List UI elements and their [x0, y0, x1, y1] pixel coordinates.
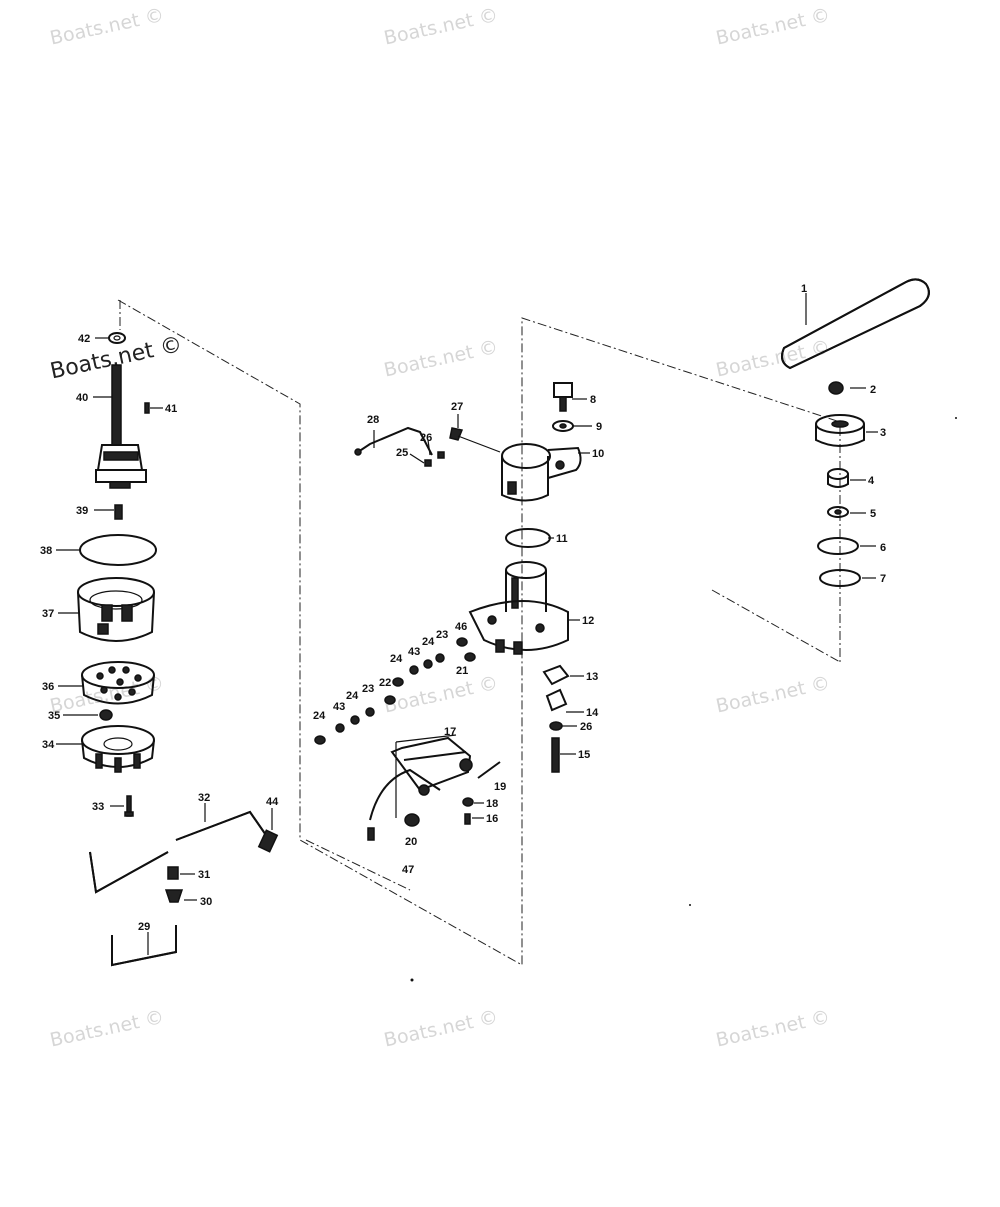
part-33-screw — [124, 795, 134, 817]
callout-36: 36 — [42, 681, 54, 693]
part-28-wire — [354, 426, 433, 456]
callout-24a: 24 — [422, 636, 435, 648]
part-25-26-screw — [424, 451, 445, 467]
part-29-hose — [111, 925, 177, 967]
part-38-o-ring — [79, 534, 157, 566]
part-17-coil-assembly — [369, 734, 473, 821]
part-37-flywheel — [77, 577, 155, 642]
callout-34: 34 — [42, 739, 55, 751]
callout-leaders — [56, 293, 878, 955]
callout-23a: 23 — [436, 629, 448, 641]
part-35-nut — [99, 709, 113, 721]
callout-20: 20 — [405, 836, 417, 848]
callout-28: 28 — [367, 414, 379, 426]
callout-13: 13 — [586, 671, 598, 683]
callout-24c: 24 — [346, 690, 359, 702]
part-41-key — [144, 402, 150, 414]
part-31-clip — [167, 866, 179, 880]
part-30-boot — [164, 889, 184, 903]
part-6-snap-ring — [817, 537, 859, 555]
callout-43b: 43 — [333, 701, 345, 713]
callout-46: 46 — [455, 621, 467, 633]
callout-40: 40 — [76, 392, 88, 404]
callout-16: 16 — [486, 813, 498, 825]
callout-1: 1 — [801, 283, 807, 295]
callout-17: 17 — [444, 726, 456, 738]
part-15-bolt — [551, 737, 560, 773]
speck — [955, 417, 957, 419]
part-36-rotor-plate — [81, 661, 155, 705]
speck — [410, 978, 414, 982]
callout-27: 27 — [451, 401, 463, 413]
part-3-pulley — [815, 414, 865, 447]
speck — [689, 904, 691, 906]
part-40-shaft-assembly — [95, 364, 147, 489]
nuts-21-24-43-46 — [314, 637, 476, 745]
callout-43a: 43 — [408, 646, 420, 658]
callout-labels: 1 2 3 4 5 6 7 8 9 10 11 12 13 14 15 16 1… — [40, 283, 886, 933]
callout-10: 10 — [592, 448, 604, 460]
part-14-clip — [545, 688, 568, 712]
callout-32: 32 — [198, 792, 210, 804]
callout-47: 47 — [402, 864, 414, 876]
part-34-base-plate — [81, 725, 155, 773]
part-8-bolt — [553, 382, 573, 412]
callout-26a: 26 — [420, 432, 432, 444]
callout-12: 12 — [582, 615, 594, 627]
callout-18: 18 — [486, 798, 498, 810]
callout-4: 4 — [868, 475, 875, 487]
callout-7: 7 — [880, 573, 886, 585]
part-16-screw — [464, 813, 471, 825]
part-12-housing — [468, 561, 569, 655]
part-11-o-ring — [505, 528, 551, 548]
callout-31: 31 — [198, 869, 210, 881]
callout-11: 11 — [556, 533, 568, 545]
assembly-dashed-lines — [117, 299, 841, 966]
callout-24b: 24 — [390, 653, 403, 665]
part-20-bushing — [404, 813, 420, 827]
part-19-screw — [477, 761, 501, 779]
part-10-bracket — [501, 443, 582, 502]
part-32-44-hose — [89, 810, 279, 894]
part-9-washer — [552, 420, 574, 432]
callout-33: 33 — [92, 801, 104, 813]
callout-25: 25 — [396, 447, 408, 459]
callout-24d: 24 — [313, 710, 326, 722]
callout-23b: 23 — [362, 683, 374, 695]
callout-44: 44 — [266, 796, 279, 808]
callout-2: 2 — [870, 384, 876, 396]
callout-19: 19 — [494, 781, 506, 793]
callout-26b: 26 — [580, 721, 592, 733]
callout-8: 8 — [590, 394, 596, 406]
part-27-sensor — [449, 427, 501, 453]
callout-9: 9 — [596, 421, 602, 433]
part-18-washer — [462, 797, 474, 807]
callout-15: 15 — [578, 749, 590, 761]
callout-39: 39 — [76, 505, 88, 517]
callout-21: 21 — [456, 665, 468, 677]
callout-30: 30 — [200, 896, 212, 908]
part-4-spacer — [827, 468, 849, 488]
part-42-washer — [108, 332, 126, 344]
part-26-washer — [549, 721, 563, 731]
part-7-ring — [819, 569, 861, 587]
callout-5: 5 — [870, 508, 876, 520]
callout-42: 42 — [78, 333, 90, 345]
callout-22: 22 — [379, 677, 391, 689]
callout-29: 29 — [138, 921, 150, 933]
callout-38: 38 — [40, 545, 52, 557]
callout-14: 14 — [586, 707, 599, 719]
part-47-screw — [367, 827, 375, 841]
part-1-belt — [781, 278, 930, 370]
callout-37: 37 — [42, 608, 54, 620]
callout-41: 41 — [165, 403, 177, 415]
callout-35: 35 — [48, 710, 60, 722]
callout-3: 3 — [880, 427, 886, 439]
part-2-nut — [828, 381, 844, 395]
part-13-clip — [542, 664, 570, 686]
callout-6: 6 — [880, 542, 886, 554]
part-5-washer — [827, 506, 849, 518]
part-39-bolt — [114, 504, 123, 520]
